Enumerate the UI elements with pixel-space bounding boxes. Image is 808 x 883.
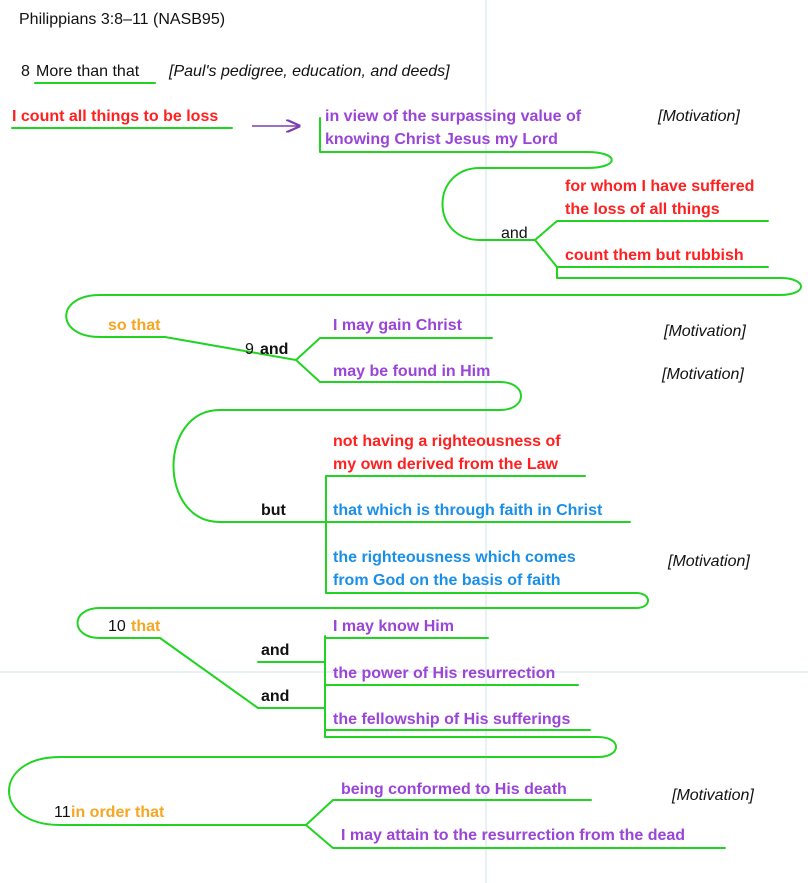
motivation-label-gain: [Motivation] <box>664 323 746 340</box>
phrase-in-view-1: in view of the surpassing value of <box>325 108 582 125</box>
loop-to-but <box>172 381 522 523</box>
phrase-attain: I may attain to the resurrection from th… <box>341 827 686 844</box>
phrase-suffered-1: for whom I have suffered <box>565 178 755 195</box>
motivation-label-found: [Motivation] <box>662 366 744 383</box>
phrase-in-view-2: knowing Christ Jesus my Lord <box>325 131 558 148</box>
main-clause: I count all things to be loss <box>12 108 219 125</box>
phrase-not-having-2: my own derived from the Law <box>333 456 558 473</box>
branch-and-v9 <box>295 337 501 383</box>
conjunction-and-v8: and <box>501 225 528 242</box>
loop-to-v9 <box>65 266 802 361</box>
motivation-label-v8: [Motivation] <box>658 108 740 125</box>
conjunction-and-v10-2: and <box>261 688 290 705</box>
motivation-label-v11: [Motivation] <box>672 787 754 804</box>
conjunction-but: but <box>261 502 286 519</box>
phrase-fellowship: the fellowship of His sufferings <box>333 711 571 728</box>
verse-number-10: 10 <box>108 618 126 635</box>
branch-v11 <box>305 799 726 849</box>
phrase-in-order-that: in order that <box>71 804 165 821</box>
loop-to-v11 <box>8 736 617 826</box>
phrase-suffered-2: the loss of all things <box>565 201 720 218</box>
phrase-gain-christ: I may gain Christ <box>333 317 462 334</box>
phrase-rubbish: count them but rubbish <box>565 247 744 264</box>
phrase-know-him: I may know Him <box>333 618 454 635</box>
but-branches <box>325 475 631 594</box>
passage-title: Philippians 3:8–11 (NASB95) <box>19 11 226 28</box>
phrase-righteousness-1: the righteousness which comes <box>333 549 576 566</box>
verse-number-11: 11 <box>54 804 71 821</box>
conjunction-and-v10-1: and <box>261 642 290 659</box>
phrase-that: that <box>131 618 161 635</box>
phrase-through-faith: that which is through faith in Christ <box>333 502 603 519</box>
verse-number-8: 8 <box>21 63 30 80</box>
phrase-not-having-1: not having a righteousness of <box>333 433 561 450</box>
loop-to-v10 <box>76 592 649 709</box>
phrase-more-than-that: More than that <box>36 63 140 80</box>
loop-verse8 <box>319 117 613 241</box>
motivation-label-righteousness: [Motivation] <box>668 553 750 570</box>
phrase-so-that: so that <box>108 317 161 334</box>
phrase-power: the power of His resurrection <box>333 665 556 682</box>
phrase-righteousness-2: from God on the basis of faith <box>333 572 561 589</box>
phrase-conformed: being conformed to His death <box>341 781 567 798</box>
note-pedigree: [Paul's pedigree, education, and deeds] <box>169 63 450 80</box>
conjunction-and-v9: and <box>260 341 289 358</box>
branches-v10 <box>324 635 591 738</box>
verse-number-9: 9 <box>245 341 254 358</box>
phrase-found-in-him: may be found in Him <box>333 363 491 380</box>
